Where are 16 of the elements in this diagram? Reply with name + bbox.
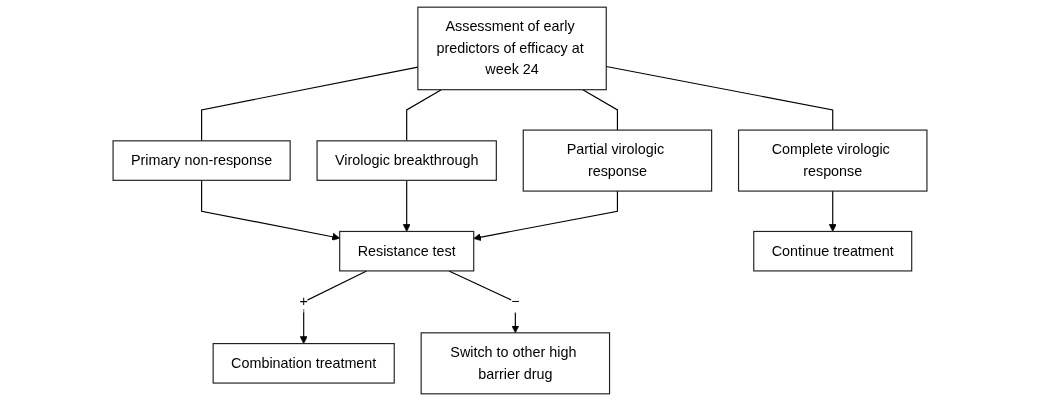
arrow — [448, 270, 520, 334]
edge-label: − — [511, 293, 520, 310]
node-box: Combination treatment — [212, 343, 395, 384]
node-box: Primary non-response — [112, 140, 291, 181]
node-box: Resistance test — [339, 230, 475, 272]
arrow — [473, 190, 618, 242]
edge-label: + — [299, 293, 308, 310]
arrow — [402, 179, 411, 232]
node-box: Complete virologic response — [737, 129, 928, 192]
connector — [582, 89, 618, 131]
node-box: Partial virologic response — [522, 129, 713, 192]
arrow — [828, 190, 837, 232]
node-box: Continue treatment — [753, 230, 913, 272]
node-box: Virologic breakthrough — [316, 140, 497, 181]
node-box: Assessment of early predictors of efficacy at week 24 — [417, 6, 607, 91]
node-box: Switch to other high barrier drug — [420, 332, 611, 395]
